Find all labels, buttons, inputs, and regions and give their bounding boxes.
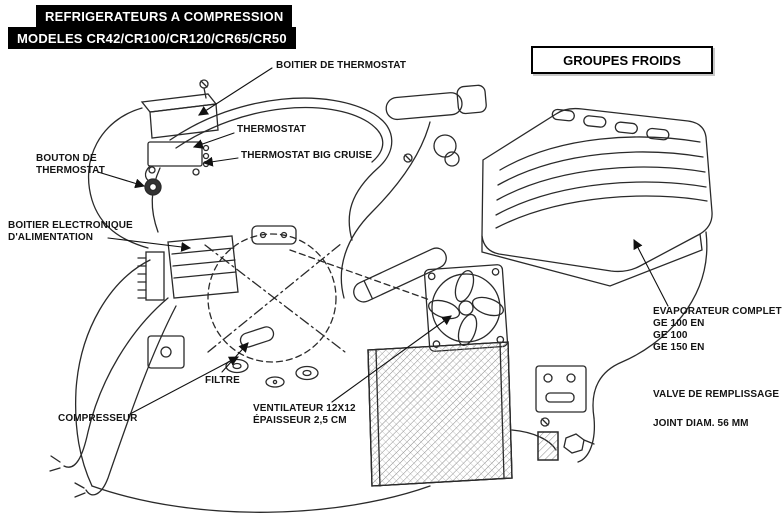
tubing-lines — [49, 97, 708, 513]
label-filtre: FILTRE — [205, 375, 240, 386]
label-thermostat: THERMOSTAT — [237, 124, 306, 135]
label-bouton-de-thermostat: BOUTON DE THERMOSTAT — [36, 153, 105, 176]
thermostat-housing-drawing — [140, 79, 219, 139]
pipe-segment-drawing — [385, 84, 487, 121]
evaporator-drawing — [481, 107, 713, 287]
label-boitier-de-thermostat: BOITIER DE THERMOSTAT — [276, 60, 407, 71]
page-title: REFRIGERATEURS A COMPRESSION — [36, 5, 293, 27]
electronic-box-drawing — [137, 235, 239, 301]
label-boitier-electronique: BOITIER ELECTRONIQUE D'ALIMENTATION — [8, 220, 133, 243]
screw-icon — [403, 153, 413, 163]
drier-cylinder-drawing — [353, 247, 447, 303]
label-valve-de-remplissage: VALVE DE REMPLISSAGE — [653, 389, 780, 400]
label-thermostat-big-cruise: THERMOSTAT BIG CRUISE — [241, 150, 373, 161]
groupes-froids-badge: GROUPES FROIDS — [531, 46, 713, 74]
page-subtitle: MODELES CR42/CR100/CR120/CR65/CR50 — [8, 27, 296, 49]
valve-parts-drawing — [535, 365, 595, 461]
filter-drawing — [239, 326, 275, 348]
label-ventilateur: VENTILATEUR 12X12 ÉPAISSEUR 2,5 CM — [253, 403, 356, 426]
label-joint-diam-56: JOINT DIAM. 56 MM — [653, 418, 749, 429]
label-compresseur: COMPRESSEUR — [58, 413, 138, 424]
thermostat-knob-drawing — [144, 178, 162, 196]
fan-drawing — [423, 264, 509, 352]
compressor-drawing — [147, 225, 431, 388]
label-evaporateur-complet: EVAPORATEUR COMPLET GE 100 EN GE 100 GE … — [653, 306, 782, 353]
callout-arrows — [97, 67, 669, 415]
condenser-drawing — [367, 341, 513, 487]
